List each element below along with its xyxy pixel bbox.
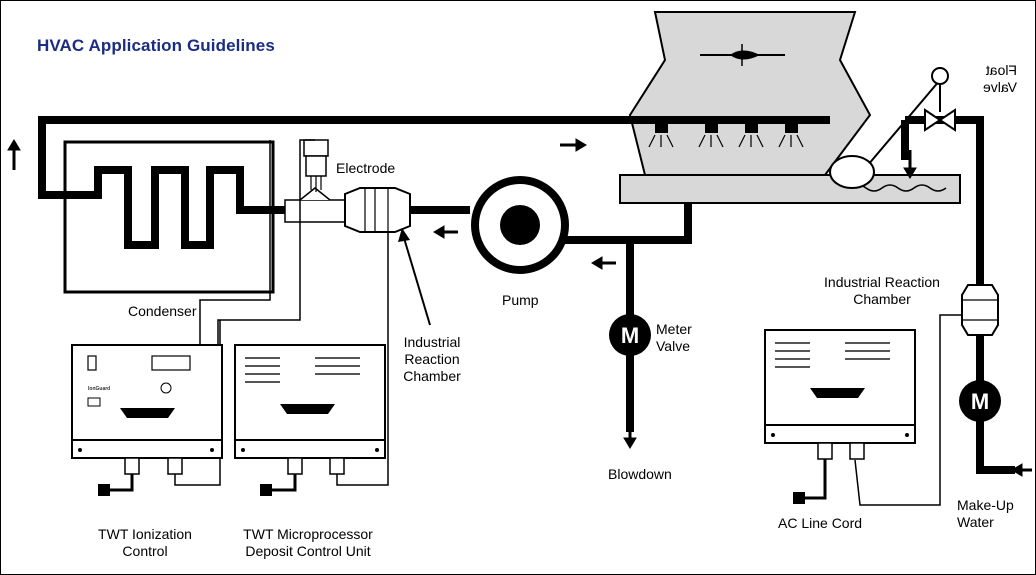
cooling-tower [619, 11, 961, 204]
chamber-pointer-arrow [398, 228, 431, 326]
ionization-line-2: Control [122, 543, 168, 559]
spray-nozzles [648, 123, 804, 148]
arrow-down-icon [623, 420, 637, 449]
reaction-left-line-1: Industrial [403, 334, 461, 350]
makeup-line-1: Make-Up [957, 497, 1014, 513]
meter-line-1: Meter [656, 321, 692, 337]
reaction-left-line-2: Reaction [404, 351, 460, 367]
ionization-power-plug-icon [98, 474, 134, 496]
arrow-left-icon [433, 225, 458, 239]
microprocessor-power-plug-icon [260, 474, 297, 496]
ac-line-cord-plug-icon [793, 459, 827, 504]
makeup-meter-m-label: M [971, 389, 989, 414]
reaction-chamber-right-label: Industrial Reaction Chamber [808, 274, 956, 308]
ionization-control-unit: IonGuard [71, 344, 223, 475]
microprocessor-control-unit [234, 344, 386, 475]
ionization-control-label: TWT Ionization Control [80, 526, 210, 560]
meter-line-2: Valve [656, 338, 690, 354]
microprocessor-control-label: TWT Microprocessor Deposit Control Unit [228, 526, 388, 560]
fan-icon [700, 44, 785, 66]
condenser-label: Condenser [128, 303, 197, 319]
meter-valve-m-label: M [621, 323, 639, 348]
meter-valve-icon: M [609, 314, 651, 356]
micro-line-2: Deposit Control Unit [245, 543, 371, 559]
makeup-meter-icon: M [959, 380, 1001, 422]
ionization-line-1: TWT Ionization [98, 526, 192, 542]
float-line-1: Float [985, 62, 1017, 78]
electrode-icon [303, 139, 329, 192]
flow-arrows [7, 138, 1032, 477]
reaction-chamber-left-icon [344, 187, 411, 233]
float-line-2: Valve [983, 79, 1017, 95]
makeup-water-label: Make-Up Water [957, 497, 1014, 531]
pump-icon [471, 176, 569, 274]
page-title: HVAC Application Guidelines [37, 36, 275, 55]
reaction-left-line-3: Chamber [403, 368, 461, 384]
svg-text:IonGuard: IonGuard [88, 386, 110, 392]
arrow-left-icon [1011, 463, 1032, 477]
float-valve-label: Float Valve [977, 62, 1017, 96]
makeup-line-2: Water [957, 514, 994, 530]
pump-label: Pump [502, 292, 539, 308]
arrow-right-icon [560, 138, 587, 152]
pipe-tee [284, 187, 346, 223]
float-valve-icon [829, 67, 956, 189]
arrow-down-icon [903, 150, 917, 179]
right-control-unit [764, 329, 916, 460]
electrode-label: Electrode [336, 160, 396, 176]
meter-valve-label: Meter Valve [656, 321, 692, 355]
reaction-right-line-1: Industrial Reaction [824, 274, 940, 290]
reaction-right-line-2: Chamber [853, 291, 911, 307]
reaction-chamber-left-label: Industrial Reaction Chamber [397, 334, 467, 385]
ac-line-cord-label: AC Line Cord [778, 515, 863, 531]
condenser-box [63, 140, 275, 294]
arrow-up-icon [7, 139, 21, 170]
arrow-left-icon [591, 256, 616, 270]
reaction-chamber-right-icon [961, 284, 999, 336]
blowdown-label: Blowdown [608, 466, 672, 482]
micro-line-1: TWT Microprocessor [243, 526, 373, 542]
recirculation-piping [38, 116, 1015, 474]
